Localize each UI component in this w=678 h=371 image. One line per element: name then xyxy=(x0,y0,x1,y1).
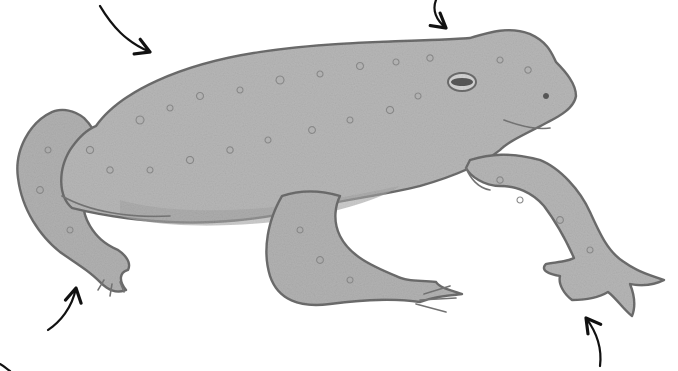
toad-front-arm xyxy=(466,155,664,316)
curved-arrow-icon xyxy=(586,318,600,366)
curved-arrow-icon xyxy=(0,364,10,371)
toad-middle-leg xyxy=(266,192,462,305)
toad-eye-icon xyxy=(448,73,476,91)
curved-arrow-icon xyxy=(434,0,446,28)
curved-arrow-icon xyxy=(100,6,150,52)
toad-nostril xyxy=(543,93,549,99)
toad-body-icon xyxy=(17,30,664,316)
curved-arrow-icon xyxy=(48,288,76,330)
